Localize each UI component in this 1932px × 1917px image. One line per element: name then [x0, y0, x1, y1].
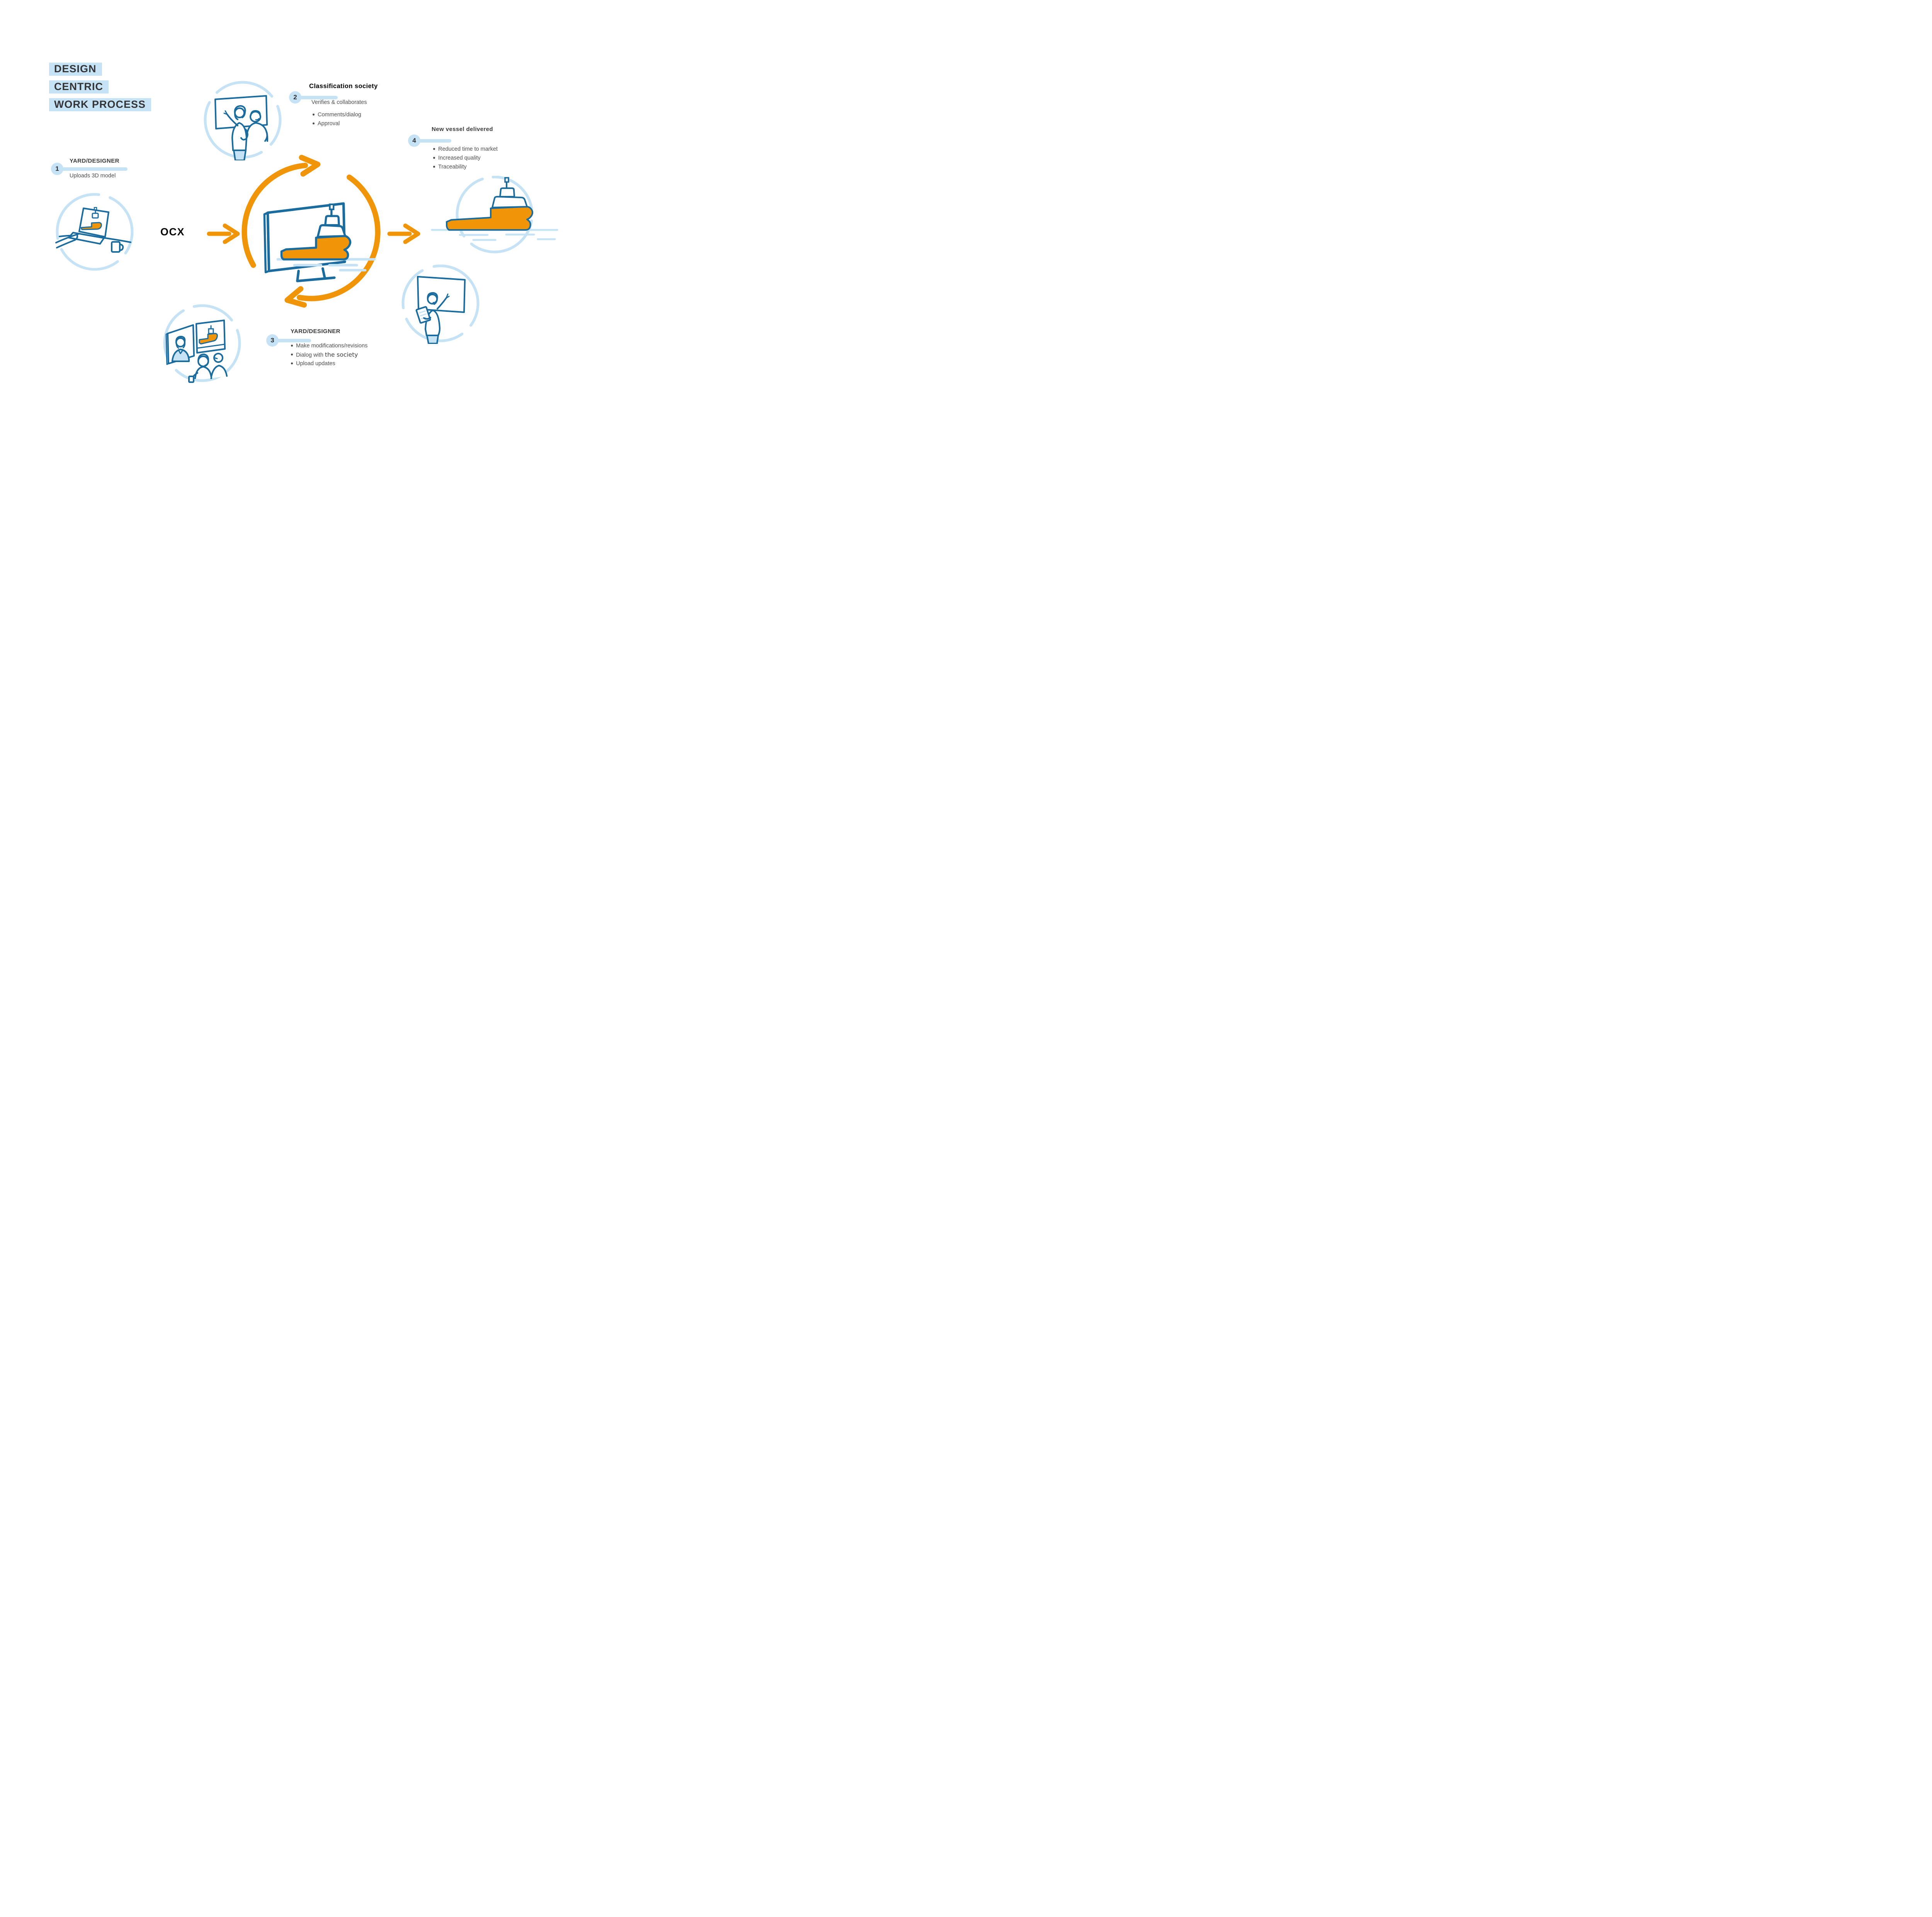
presenter-whiteboard-illustration: [401, 264, 480, 344]
step-4-title: New vessel delivered: [432, 126, 493, 133]
step-4-bullets: Reduced time to market Increased quality…: [433, 145, 498, 172]
title-line: CENTRIC: [49, 80, 109, 94]
bullet-item: Upload updates: [291, 359, 367, 368]
step-2-title: Classification society: [309, 83, 378, 90]
bullet-item: Approval: [312, 119, 361, 128]
pale-circle: [456, 176, 534, 253]
step-2-badge: 2: [289, 91, 301, 104]
ocx-cycle-arrows-icon: [242, 155, 381, 308]
laptop-ship-upload-illustration: [55, 193, 134, 271]
pale-circle: [401, 264, 480, 342]
page-title: DESIGN CENTRIC WORK PROCESS: [49, 63, 151, 116]
video-conference-illustration: [163, 304, 241, 383]
step-1-title: YARD/DESIGNER: [70, 158, 119, 164]
bullet-item: Increased quality: [433, 154, 498, 163]
step-3-connector: [272, 339, 311, 342]
right-arrow-icon: [207, 223, 240, 244]
step-1-connector: [57, 167, 128, 171]
cycle-arrow-icon: [242, 155, 381, 308]
monitor-ship-icon: [263, 202, 376, 282]
bullet-item: Traceability: [433, 163, 498, 172]
coffee-mug-icon: [111, 241, 124, 253]
whiteboard-collaboration-illustration: [204, 81, 282, 160]
bullet-item: Reduced time to market: [433, 145, 498, 154]
bullet-suffix: the society: [325, 351, 358, 358]
step-2-bullets: Comments/dialog Approval: [312, 111, 361, 128]
step-2-connector: [295, 96, 338, 99]
title-line: DESIGN: [49, 63, 102, 76]
step-4-connector: [414, 139, 451, 143]
step-1-badge: 1: [51, 163, 63, 175]
bullet-item: Comments/dialog: [312, 111, 361, 119]
right-arrow-icon: [387, 223, 420, 244]
pointing-hand-icon: [55, 233, 79, 248]
title-line: WORK PROCESS: [49, 98, 151, 111]
step-3-title: YARD/DESIGNER: [291, 328, 340, 335]
step-3-badge: 3: [266, 334, 279, 347]
delivered-vessel-illustration: [431, 176, 558, 253]
design-centric-work-process-diagram: DESIGN CENTRIC WORK PROCESS 1 YARD/DESIG…: [0, 0, 604, 427]
step-1-subtitle: Uploads 3D model: [70, 173, 116, 179]
ocx-label: OCX: [160, 226, 185, 238]
pale-circle: [204, 81, 282, 159]
step-2-subtitle: Verifies & collaborates: [311, 99, 367, 105]
bullet-item: Make modifications/revisions: [291, 342, 367, 350]
step-3-bullets: Make modifications/revisions Dialog with…: [291, 342, 367, 368]
step-4-badge: 4: [408, 134, 420, 147]
pale-circle: [56, 193, 134, 271]
